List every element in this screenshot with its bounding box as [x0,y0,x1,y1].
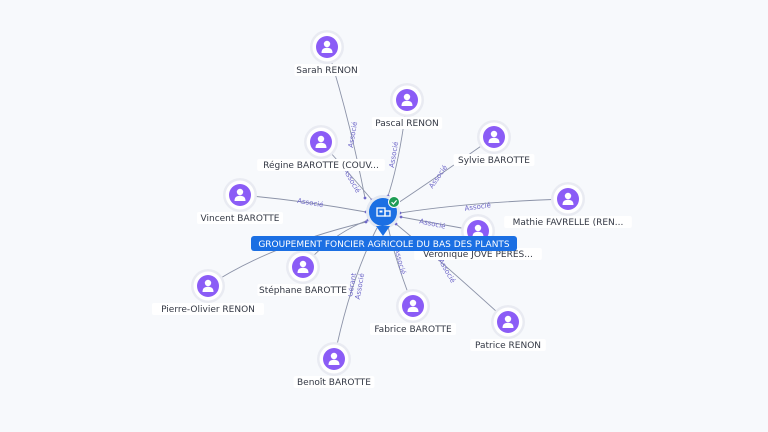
person-node[interactable]: Vincent BAROTTE [197,178,283,224]
edge-label-text: Associé [437,258,457,285]
person-name-label: Sylvie BAROTTE [458,156,530,166]
person-icon [472,224,484,237]
check-icon [391,200,398,205]
edge-label: Associé [427,164,449,190]
person-icon [407,299,419,312]
person-icon [401,93,413,106]
person-node[interactable]: Patrice RENON [470,305,546,351]
person-node[interactable]: Régine BAROTTE (COUV... [257,125,385,171]
edge-label: Associé [297,197,324,209]
person-name-label: Véronique JOVE PERES... [423,249,533,260]
person-node[interactable]: Stéphane BAROTTE [257,250,349,296]
relation-edge [395,223,509,323]
person-label-box [453,154,535,166]
person-icon [502,315,514,328]
person-node[interactable]: Fabrice BAROTTE [370,289,456,335]
person-label-box [257,159,385,171]
company-node[interactable]: GROUPEMENT FONCIER AGRICOLE DU BAS DES P… [251,195,517,251]
person-icon [321,40,333,53]
edge-label-text: Associé [297,197,324,209]
person-name-label: Pierre-Olivier RENON [161,305,255,315]
person-label-box [257,284,349,296]
edge-arrow [363,196,367,200]
person-name-label: Mathie FAVRELLE (REN... [513,218,624,228]
edge-label: Associé [464,201,491,213]
person-icon [202,279,214,292]
person-icon [297,260,309,273]
person-label-box [294,64,360,76]
person-name-label: Patrice RENON [475,341,541,351]
relation-edge [399,198,569,214]
edge-arrow [364,220,368,224]
person-icon [488,130,500,143]
person-icon [562,192,574,205]
person-name-label: Sarah RENON [296,66,358,76]
person-name-label: Benoît BAROTTE [297,378,371,388]
edge-label-text: Associé [419,217,447,230]
person-name-label: Vincent BAROTTE [201,214,280,224]
person-node[interactable]: Pierre-Olivier RENON [152,269,264,315]
person-label-box [293,376,375,388]
person-icon [328,352,340,365]
edge-label-text: Associé [393,248,408,276]
edge-label-text: Associé [464,201,491,213]
edge-label: Associé [342,168,362,195]
person-name-label: Stéphane BAROTTE [259,285,347,296]
person-label-box [371,117,443,129]
edge-arrow [399,215,403,219]
person-node[interactable]: Pascal RENON [371,83,443,129]
building-icon [376,207,391,217]
person-icon [315,135,327,148]
person-name-label: Pascal RENON [375,119,439,129]
person-node[interactable]: Mathie FAVRELLE (REN... [504,182,632,228]
person-node[interactable]: Sarah RENON [294,30,360,76]
person-icon [234,188,246,201]
person-label-box [370,323,456,335]
verified-badge [388,196,400,208]
relation-edge [326,46,366,199]
company-label-box [251,236,517,251]
person-label-box [197,212,283,224]
person-name-label: Fabrice BAROTTE [374,325,452,335]
edge-label: Associé [419,217,447,230]
person-node[interactable]: Sylvie BAROTTE [453,120,535,166]
edge-label: Associé [437,258,457,285]
person-label-box [504,216,632,228]
company-label: GROUPEMENT FONCIER AGRICOLE DU BAS DES P… [258,240,510,250]
person-label-box [152,303,264,315]
relation-edge [207,221,367,287]
person-label-box [470,339,546,351]
edge-label: Associé [393,248,408,276]
edge-label-text: Associé [342,168,362,195]
company-node-pointer [376,226,390,236]
edge-label-text: Associé [427,164,449,190]
person-name-label: Régine BAROTTE (COUV... [263,160,379,171]
person-node[interactable]: Benoît BAROTTE [293,342,375,388]
